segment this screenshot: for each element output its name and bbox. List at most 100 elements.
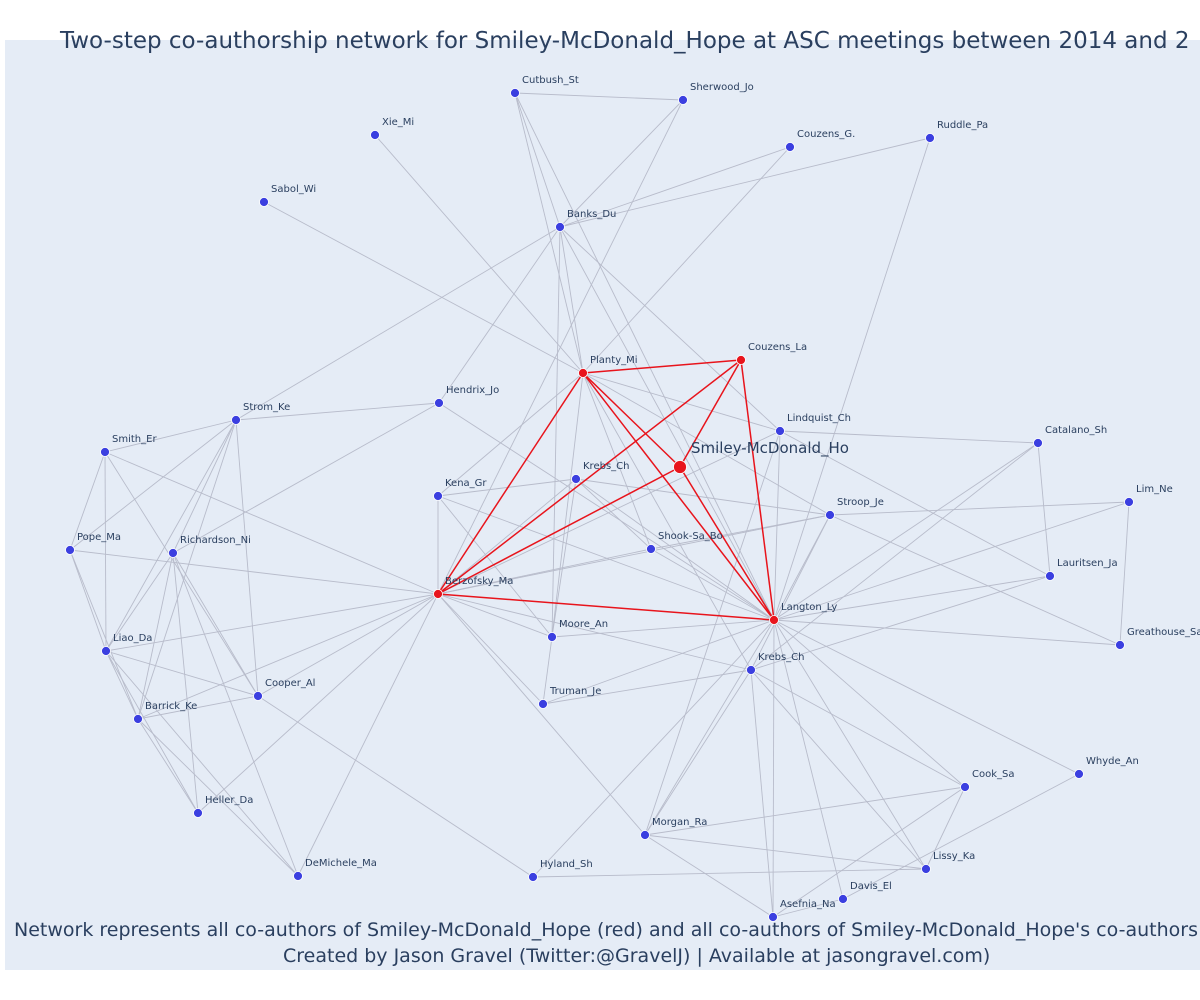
node-label: Cutbush_St	[522, 75, 579, 86]
edge	[69, 549, 107, 652]
node-label: Sherwood_Jo	[690, 82, 754, 93]
edge	[235, 419, 259, 697]
node-liao-da[interactable]	[101, 646, 111, 656]
node-shook-sa-bo[interactable]	[646, 544, 656, 554]
node-catalano-sh[interactable]	[1033, 438, 1043, 448]
node-cooper-al[interactable]	[253, 691, 263, 701]
node-hyland-sh[interactable]	[528, 872, 538, 882]
node-label: Langton_Ly	[781, 602, 837, 613]
edge	[437, 593, 544, 705]
node-label: Catalano_Sh	[1045, 425, 1107, 436]
edge	[105, 650, 299, 877]
node-cutbush-st[interactable]	[510, 88, 520, 98]
edge	[559, 99, 684, 228]
edge	[172, 552, 199, 814]
edge	[437, 548, 652, 595]
node-banks-du[interactable]	[555, 222, 565, 232]
edge	[104, 419, 237, 453]
caption-line-1: Network represents all co-authors of Smi…	[14, 919, 1200, 941]
node-heller-da[interactable]	[193, 808, 203, 818]
edge	[542, 636, 553, 705]
node-lindquist-ch[interactable]	[775, 426, 785, 436]
node-krebs-ch[interactable]	[571, 474, 581, 484]
edge	[235, 402, 440, 421]
node-barrick-ke[interactable]	[133, 714, 143, 724]
node-xie-mi[interactable]	[370, 130, 380, 140]
node-ruddle-pa[interactable]	[925, 133, 935, 143]
node-label: Strom_Ke	[243, 402, 290, 413]
node-cook-sa[interactable]	[960, 782, 970, 792]
edge	[582, 372, 752, 671]
node-demichele-ma[interactable]	[293, 871, 303, 881]
edge	[374, 134, 584, 374]
node-whyde-an[interactable]	[1074, 769, 1084, 779]
edge	[575, 478, 775, 621]
edge	[779, 430, 1051, 577]
node-couzens-g-[interactable]	[785, 142, 795, 152]
edge	[559, 226, 781, 432]
node-lim-ne[interactable]	[1124, 497, 1134, 507]
edge	[172, 419, 237, 554]
node-label: DeMichele_Ma	[305, 858, 377, 869]
node-krebs-ch[interactable]	[746, 665, 756, 675]
edge	[644, 834, 774, 918]
node-label: Planty_Mi	[590, 355, 638, 366]
edge	[172, 402, 440, 554]
edge	[105, 650, 139, 720]
edge	[438, 226, 561, 404]
node-truman-je[interactable]	[538, 699, 548, 709]
node-label: Barrick_Ke	[145, 701, 197, 712]
edge-highlight	[437, 372, 584, 595]
node-label: Xie_Mi	[382, 117, 414, 128]
node-sabol-wi[interactable]	[259, 197, 269, 207]
node-label: Asefnia_Na	[780, 899, 836, 910]
node-berzofsky-ma[interactable]	[433, 589, 443, 599]
node-pope-ma[interactable]	[65, 545, 75, 555]
node-strom-ke[interactable]	[231, 415, 241, 425]
node-couzens-la[interactable]	[736, 355, 746, 365]
node-hendrix-jo[interactable]	[434, 398, 444, 408]
edge	[650, 548, 775, 621]
node-smiley-mcdonald-ho[interactable]	[673, 460, 687, 474]
node-label: Couzens_G.	[797, 129, 855, 140]
edge	[437, 495, 553, 638]
node-davis-el[interactable]	[838, 894, 848, 904]
edge	[514, 92, 584, 374]
node-planty-mi[interactable]	[578, 368, 588, 378]
edge	[644, 430, 781, 836]
edge	[750, 575, 1051, 671]
edge	[137, 718, 299, 877]
node-lauritsen-ja[interactable]	[1045, 571, 1055, 581]
edge	[575, 478, 652, 550]
node-stroop-je[interactable]	[825, 510, 835, 520]
edge	[1037, 442, 1051, 577]
node-sherwood-jo[interactable]	[678, 95, 688, 105]
edge	[644, 786, 966, 836]
edge	[104, 451, 439, 595]
edge	[842, 773, 1080, 900]
node-richardson-ni[interactable]	[168, 548, 178, 558]
node-smith-er[interactable]	[100, 447, 110, 457]
edge	[582, 372, 652, 550]
node-kena-gr[interactable]	[433, 491, 443, 501]
node-morgan-ra[interactable]	[640, 830, 650, 840]
edge-highlight	[582, 372, 681, 468]
node-greathouse-sa[interactable]	[1115, 640, 1125, 650]
edge	[750, 669, 966, 788]
edge	[772, 619, 775, 918]
node-langton-ly[interactable]	[769, 615, 779, 625]
node-label: Pope_Ma	[77, 532, 121, 543]
node-label: Cooper_Al	[265, 678, 315, 689]
edge	[437, 478, 577, 595]
edge	[559, 137, 931, 228]
node-moore-an[interactable]	[547, 632, 557, 642]
node-label: Hendrix_Jo	[446, 385, 499, 396]
edge	[582, 146, 791, 374]
red-edges	[437, 359, 775, 621]
node-label: Berzofsky_Ma	[445, 576, 513, 587]
node-label: Greathouse_Sa	[1127, 627, 1200, 638]
node-asefnia-na[interactable]	[768, 912, 778, 922]
edge-highlight	[582, 359, 742, 374]
node-lissy-ka[interactable]	[921, 864, 931, 874]
